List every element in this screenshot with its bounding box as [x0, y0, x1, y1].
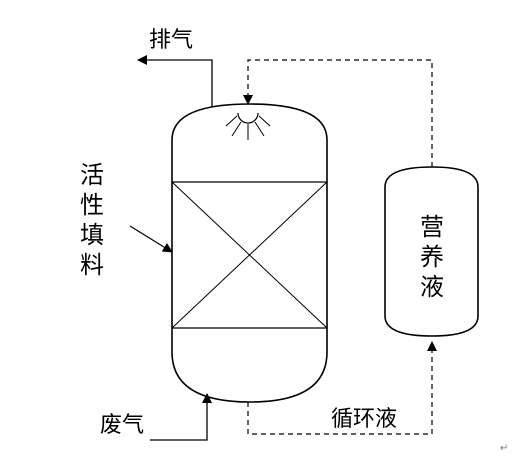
active-packing-label: 活性填料 — [80, 161, 104, 279]
recirculation-feed-line — [243, 59, 433, 167]
exhaust-pipe — [137, 55, 213, 107]
nutrient-solution-label: 营养液 — [420, 213, 444, 301]
packing-bed — [171, 181, 328, 329]
return-mark-icon: ↵ — [500, 443, 509, 454]
waste-gas-label: 废气 — [100, 413, 145, 438]
reactor-vessel — [171, 103, 328, 403]
waste-gas-inlet-pipe — [150, 393, 212, 441]
packing-leader-line — [129, 225, 173, 253]
circulating-liquid-line — [247, 341, 437, 435]
circulating-liquid-label: 循环液 — [331, 407, 398, 432]
nutrient-tank — [384, 166, 479, 337]
spray-nozzle-icon — [225, 112, 271, 140]
exhaust-label: 排气 — [149, 28, 194, 53]
